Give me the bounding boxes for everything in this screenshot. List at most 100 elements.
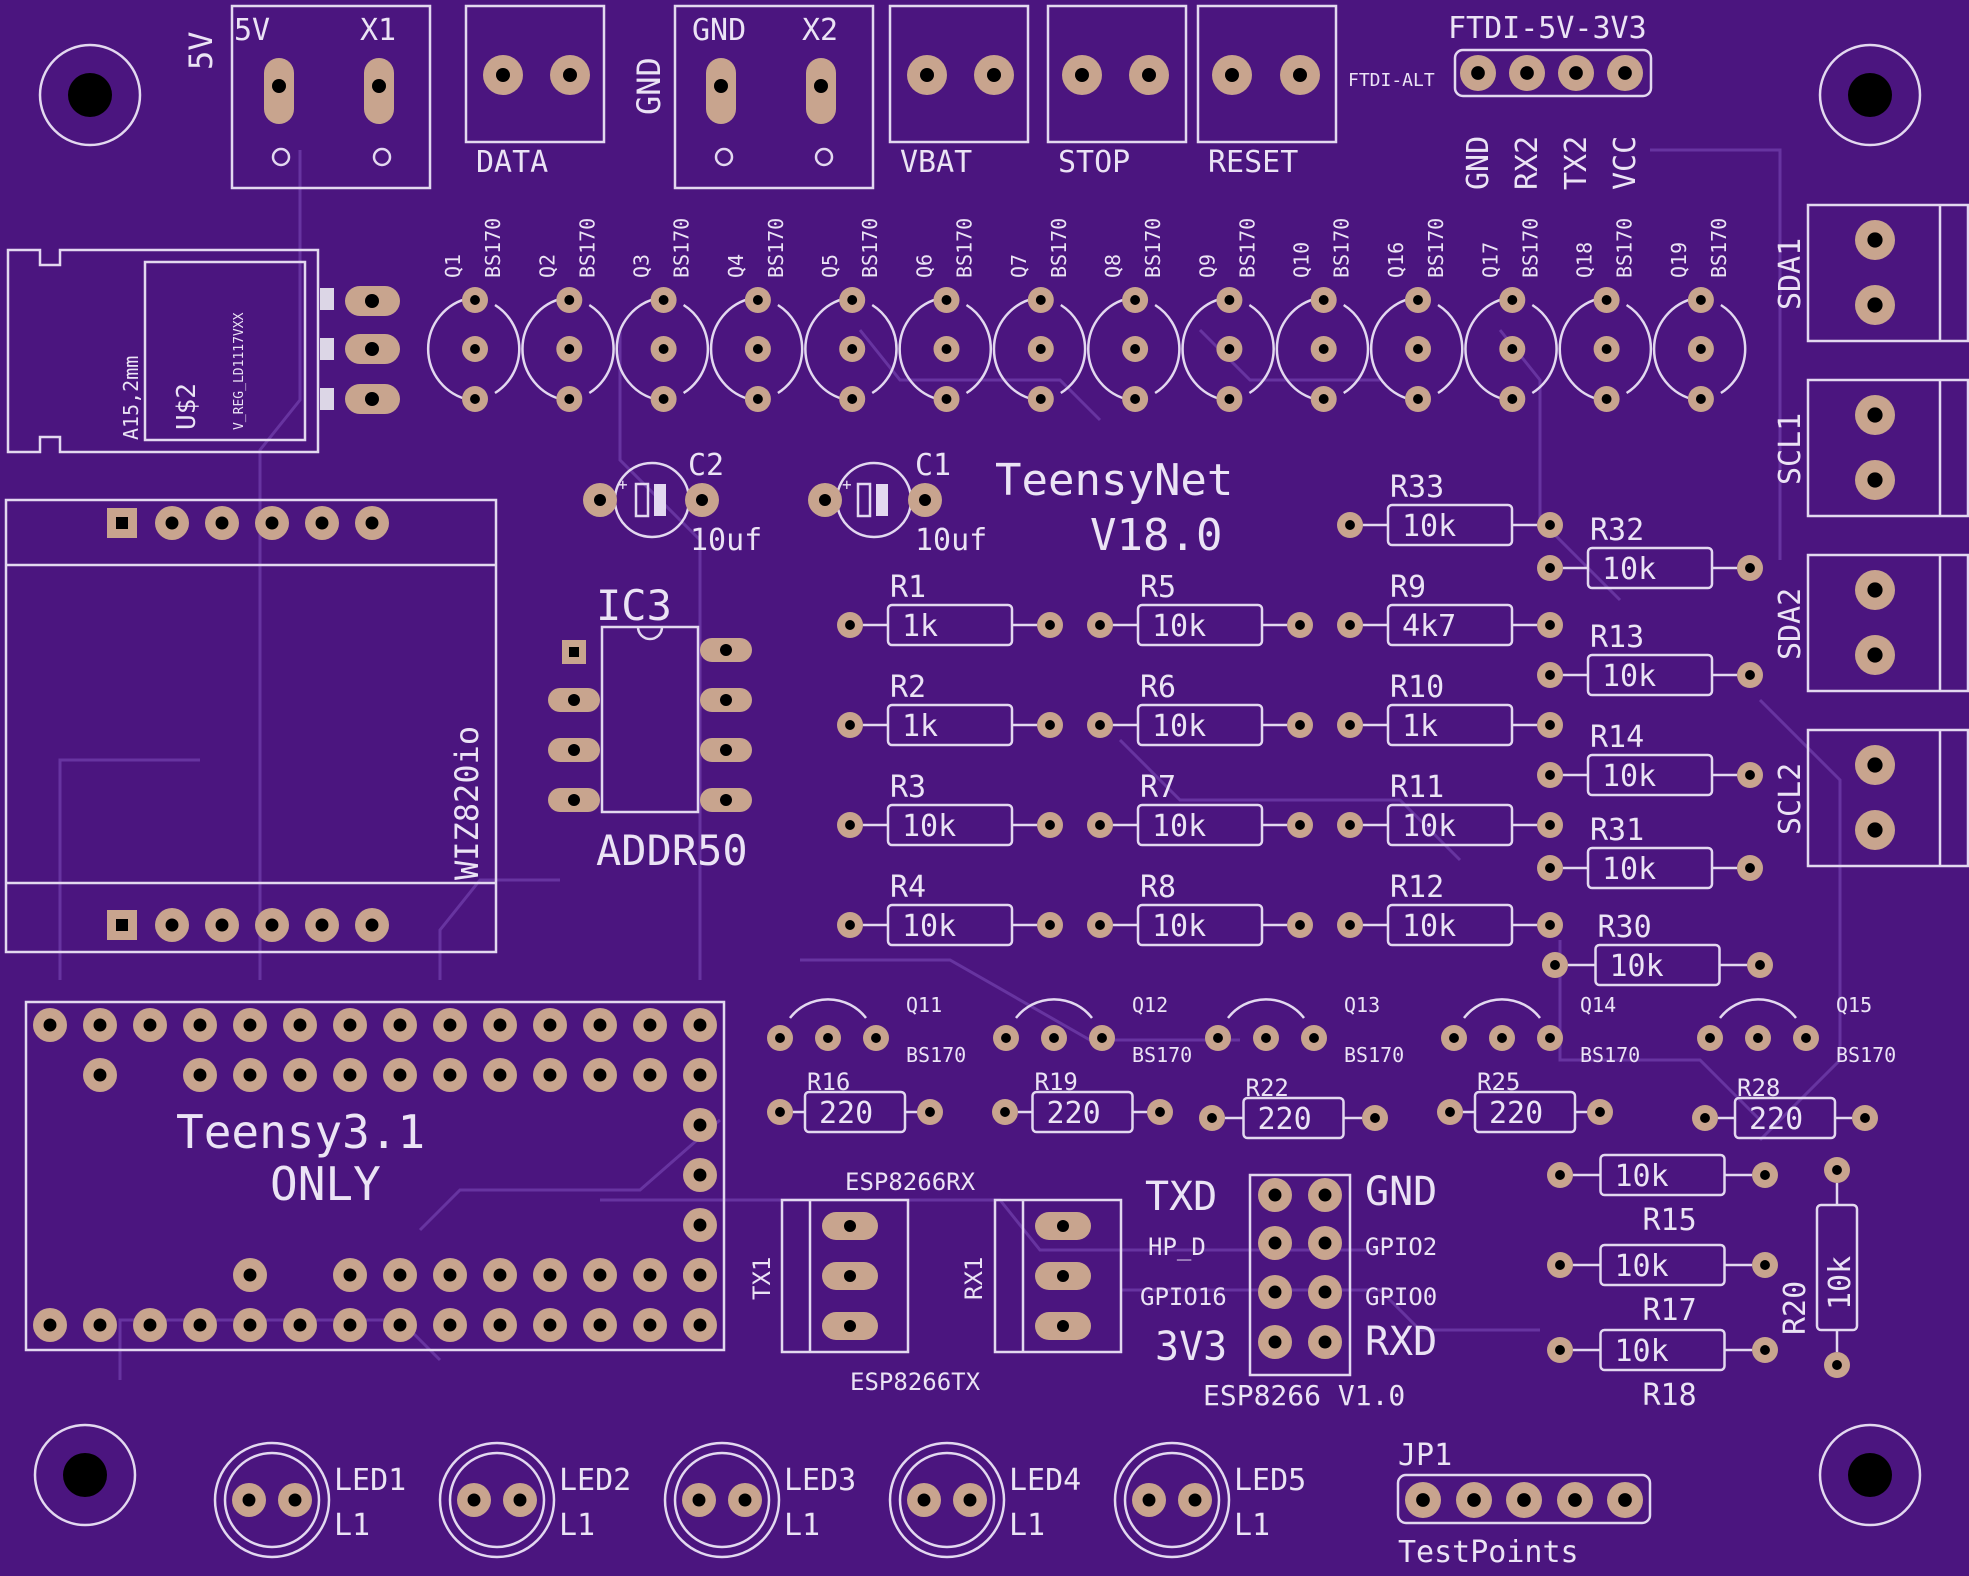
resistor-pad xyxy=(1752,1337,1778,1363)
resistor-pad xyxy=(1852,1105,1878,1131)
transistor-type: BS170 xyxy=(670,218,694,278)
ic3-name: IC3 xyxy=(596,581,672,630)
resistor-value: 10k xyxy=(1610,949,1664,984)
teensy-pad xyxy=(683,1308,717,1342)
jp1-testpoints: JP1 TestPoints xyxy=(1396,1438,1652,1570)
c2-name: C2 xyxy=(688,448,724,483)
wiz-pad xyxy=(205,908,239,942)
mounting-hole xyxy=(38,43,142,147)
resistor-name: R22 xyxy=(1246,1074,1289,1102)
transistor-name: Q12 xyxy=(1132,993,1168,1017)
esp-module-pad xyxy=(1308,1178,1342,1212)
resistor-value: 10k xyxy=(1615,1159,1669,1194)
teensy-pad xyxy=(83,1308,117,1342)
teensy-pad xyxy=(183,1058,217,1092)
transistor-pad xyxy=(1745,1025,1771,1051)
transistor-pad xyxy=(650,336,677,362)
transistor-name: Q11 xyxy=(906,993,942,1017)
transistor-pad xyxy=(1687,386,1714,412)
x2-label-left: GND xyxy=(692,13,746,48)
resistor-pad xyxy=(1337,612,1363,638)
transistor-type: BS170 xyxy=(1518,218,1542,278)
i2c-pad xyxy=(1855,220,1895,260)
transistor-type: BS170 xyxy=(1580,1043,1640,1067)
teensy-pad xyxy=(33,1008,67,1042)
transistor-name: Q1 xyxy=(441,254,465,278)
teensy-pad xyxy=(33,1308,67,1342)
ftdi-pad xyxy=(1509,55,1545,91)
wiz-pad xyxy=(255,908,289,942)
led-pad xyxy=(457,1483,491,1517)
x1-label-right: X1 xyxy=(360,13,396,48)
transistor-type: BS170 xyxy=(481,218,505,278)
transistor-pad xyxy=(815,1025,841,1051)
resistor-pad xyxy=(1547,1337,1573,1363)
resistor-value: 10k xyxy=(1602,659,1656,694)
transistor-pad xyxy=(1537,1025,1563,1051)
resistor-name: R11 xyxy=(1390,770,1444,805)
teensy-pad xyxy=(683,1058,717,1092)
ic3-label: ADDR50 xyxy=(596,826,748,875)
teensy-pad xyxy=(383,1258,417,1292)
resistor-pad xyxy=(767,1099,793,1125)
teensy-pad xyxy=(683,1108,717,1142)
transistor-pad xyxy=(1205,1025,1231,1051)
resistor-pad xyxy=(1537,855,1563,881)
teensy-pad xyxy=(583,1308,617,1342)
transistor-pad xyxy=(1405,336,1431,362)
transistor-name: Q17 xyxy=(1478,242,1502,278)
transistor-type: BS170 xyxy=(906,1043,966,1067)
wiz-pad xyxy=(205,506,239,540)
transistor-pad xyxy=(1687,287,1714,313)
resistor-value: 10k xyxy=(902,909,956,944)
ftdi-alt-label: FTDI-ALT xyxy=(1348,70,1435,91)
teensy-pad xyxy=(333,1058,367,1092)
esp-right-label: GPIO0 xyxy=(1365,1283,1437,1311)
esp-module-pad xyxy=(1258,1226,1292,1260)
resistor-pad xyxy=(1537,712,1563,738)
resistor-pad xyxy=(1147,1099,1173,1125)
resistor-pad xyxy=(1287,912,1313,938)
resistor-pad xyxy=(1287,812,1313,838)
transistor-pad xyxy=(1027,287,1054,313)
regulator-package: A15,2mm xyxy=(119,356,143,440)
transistor-pad xyxy=(1697,1025,1723,1051)
teensy-pad xyxy=(183,1308,217,1342)
esp-module-pad xyxy=(1308,1325,1342,1359)
teensy-pad xyxy=(83,1008,117,1042)
resistor-name: R4 xyxy=(890,870,926,905)
transistor-type: BS170 xyxy=(1836,1043,1896,1067)
resistor-name: R8 xyxy=(1140,870,1176,905)
jp1-label: TestPoints xyxy=(1398,1535,1579,1570)
jp1-pad xyxy=(1405,1482,1441,1518)
tx1-label: TX1 xyxy=(748,1257,776,1300)
transistor-pad xyxy=(462,386,488,412)
transistor-type: BS170 xyxy=(1424,218,1448,278)
led-pad xyxy=(682,1483,716,1517)
led-pad xyxy=(232,1483,266,1517)
teensy-pad xyxy=(133,1308,167,1342)
i2c-pad xyxy=(1855,745,1895,785)
resistor-value: 10k xyxy=(1402,909,1456,944)
teensy-pad xyxy=(233,1308,267,1342)
transistor-type: BS170 xyxy=(1344,1043,1404,1067)
resistor-pad xyxy=(1087,612,1113,638)
